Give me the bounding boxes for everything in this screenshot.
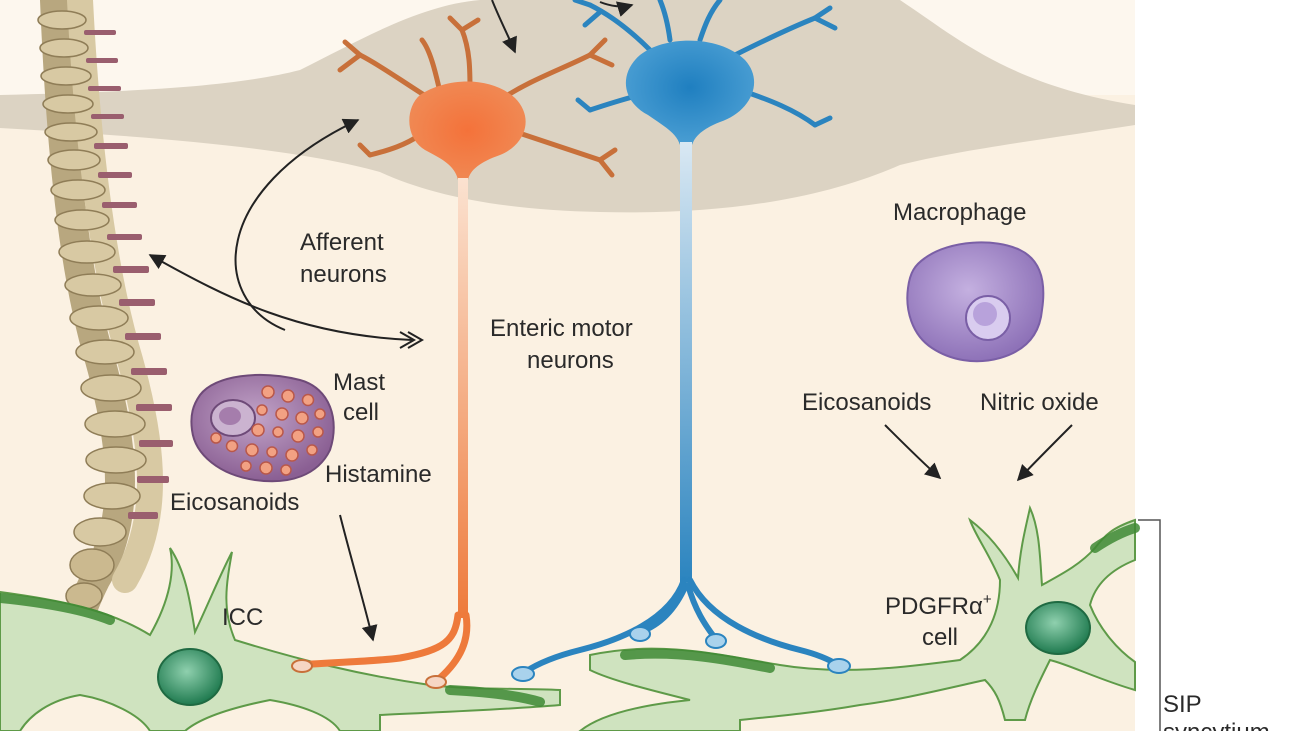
label-histamine: Histamine xyxy=(325,461,432,488)
label-icc: ICC xyxy=(222,604,263,631)
interstitial-highlights xyxy=(0,523,1140,707)
afferent-arrow-to-ganglion xyxy=(234,118,360,331)
label-sip-line1: SIP xyxy=(1163,691,1202,718)
label-eicosanoids-left: Eicosanoids xyxy=(170,489,299,516)
label-afferent-line2: neurons xyxy=(300,261,387,288)
eicosanoids-right-arrow xyxy=(884,424,942,480)
label-eicosanoids-right: Eicosanoids xyxy=(802,389,931,416)
icc-nucleus xyxy=(157,648,223,706)
mast-cell xyxy=(190,374,335,483)
afferent-arrow-to-spine xyxy=(148,254,413,341)
label-enteric-line2: neurons xyxy=(527,347,614,374)
top-arrow xyxy=(491,0,517,54)
afferent-neuron xyxy=(291,15,618,689)
label-mast-line2: cell xyxy=(343,399,379,426)
pdgfra-nucleus xyxy=(1025,601,1091,655)
histamine-arrow xyxy=(339,514,378,642)
label-pdgfra-sup: + xyxy=(983,591,992,608)
label-pdgfra-main: PDGFRα xyxy=(885,593,983,620)
label-afferent-line1: Afferent xyxy=(300,229,384,256)
label-enteric-line1: Enteric motor xyxy=(490,315,633,342)
top-arrow-blue xyxy=(599,1,634,17)
label-mast-line1: Mast xyxy=(333,369,385,396)
label-pdgfra-line2: cell xyxy=(922,624,958,651)
nitric-oxide-arrow xyxy=(1016,424,1073,482)
spine xyxy=(37,0,173,680)
label-nitric-oxide: Nitric oxide xyxy=(980,389,1099,416)
label-macrophage: Macrophage xyxy=(893,199,1026,226)
macrophage xyxy=(906,241,1045,363)
label-sip-line2: syncytium xyxy=(1163,719,1270,731)
sip-bracket xyxy=(1138,519,1161,731)
label-pdgfra-line1: PDGFRα+ xyxy=(885,591,992,620)
afferent-arrow-tail xyxy=(399,331,425,349)
ganglion xyxy=(0,0,1135,213)
motor-neuron xyxy=(511,0,851,682)
